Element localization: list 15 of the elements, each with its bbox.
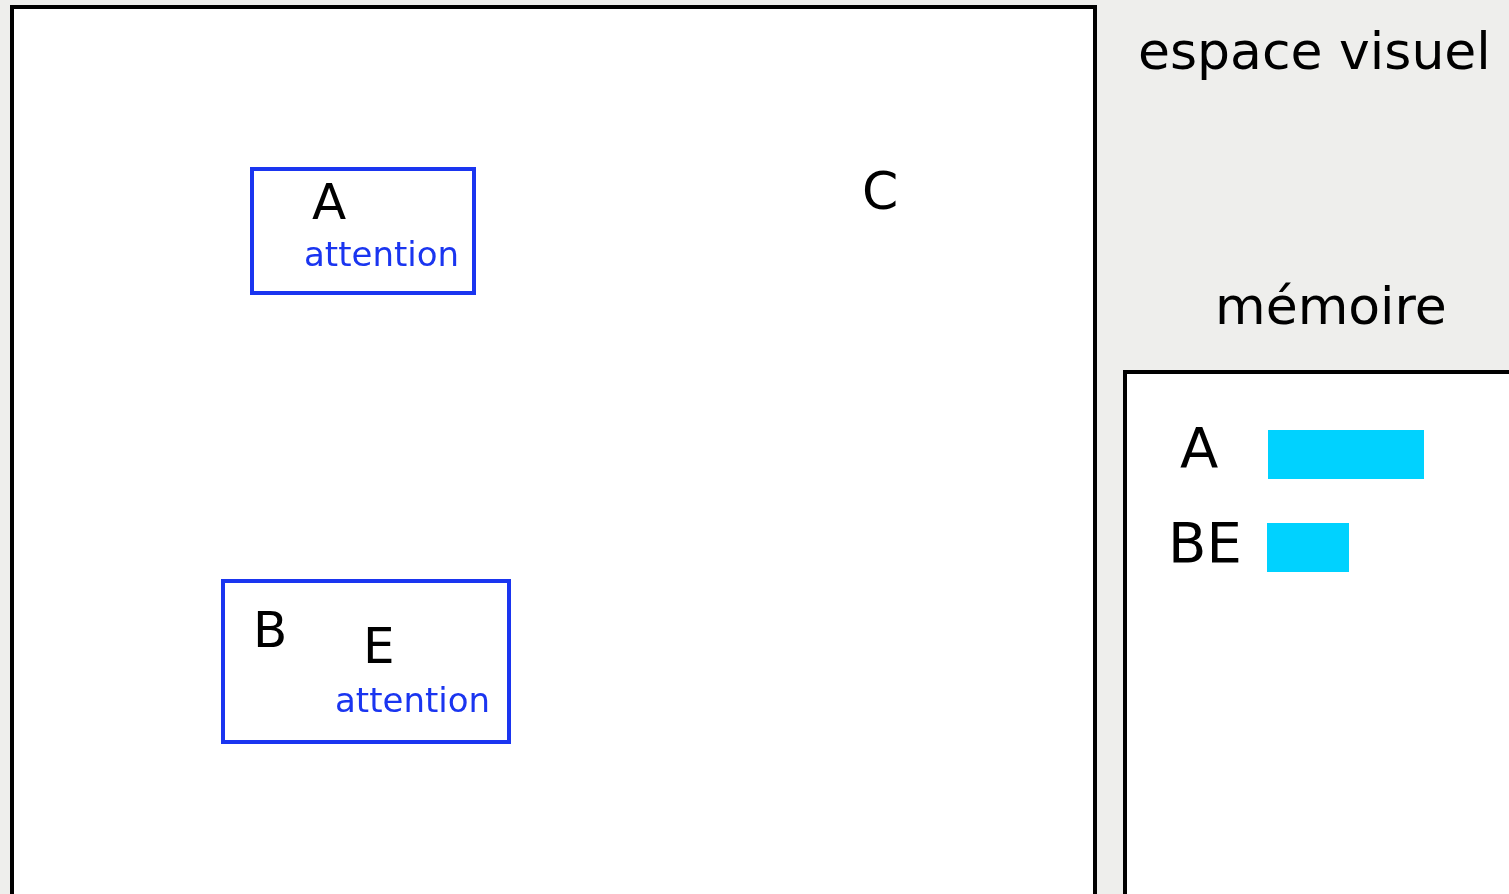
memory-bar: [1267, 523, 1349, 572]
letter-label: E: [363, 621, 395, 671]
section-heading: mémoire: [1215, 280, 1447, 332]
attention-box: [250, 167, 476, 295]
memory-bar: [1268, 430, 1424, 479]
panel-frame: [1123, 370, 1509, 894]
letter-label: C: [862, 165, 899, 217]
attention-label: attention: [335, 683, 491, 717]
memory-item-label: BE: [1168, 515, 1242, 571]
letter-label: A: [312, 177, 347, 227]
memory-item-label: A: [1180, 420, 1219, 476]
letter-label: B: [253, 605, 288, 655]
attention-label: attention: [304, 237, 460, 271]
attention-box: [221, 579, 511, 744]
panel-frame: [10, 5, 1097, 894]
